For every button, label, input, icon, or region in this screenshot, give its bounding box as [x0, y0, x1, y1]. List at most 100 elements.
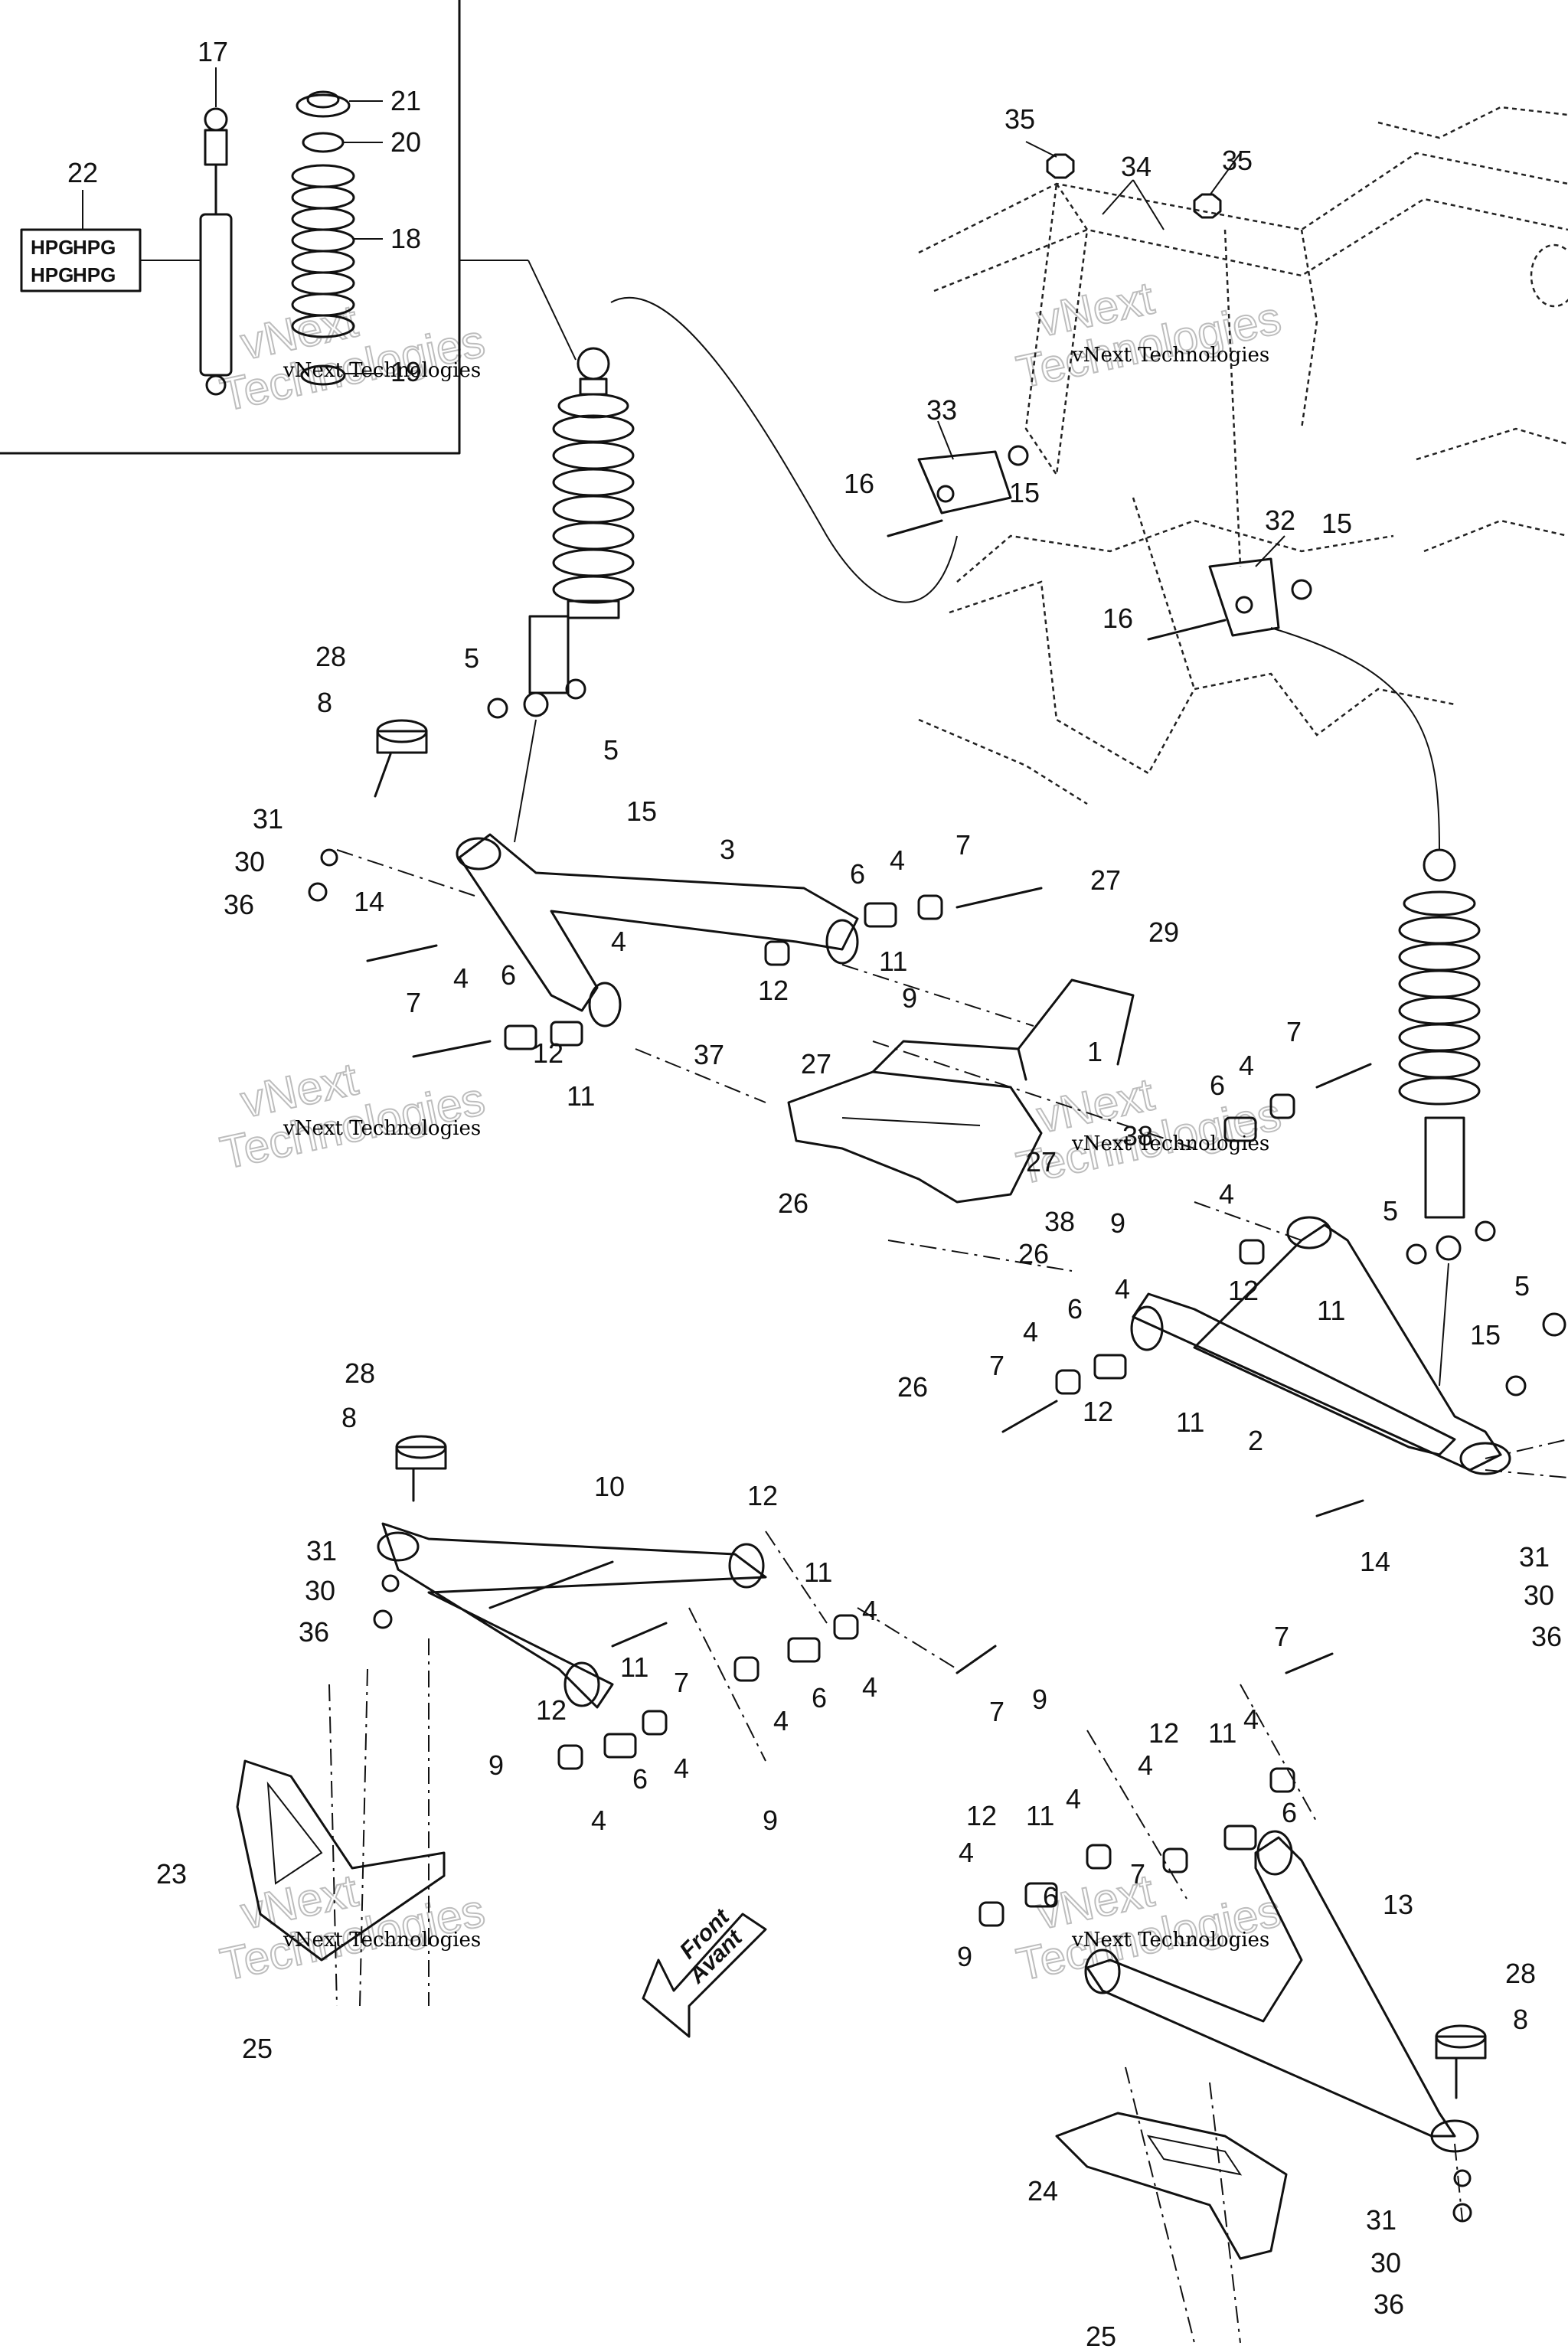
callout-31: 31: [253, 803, 283, 835]
callout-9: 9: [902, 982, 917, 1014]
callout-11: 11: [620, 1651, 648, 1683]
callout-4: 4: [1115, 1273, 1130, 1305]
callout-12: 12: [747, 1480, 778, 1511]
callout-26: 26: [778, 1187, 808, 1219]
callout-31: 31: [1366, 2204, 1396, 2236]
callout-15: 15: [1321, 508, 1352, 539]
vehicle-frame: [887, 106, 1568, 805]
lower-mount-bracket: [1208, 557, 1280, 637]
callout-35: 35: [1222, 145, 1253, 176]
shock-bottom-eye: [205, 374, 227, 396]
callout-15: 15: [626, 795, 657, 827]
nut: [1046, 153, 1075, 179]
callout-4: 4: [674, 1753, 689, 1784]
watermark-company: vNext Technologies: [283, 359, 481, 382]
callout-23: 23: [156, 1858, 187, 1890]
callout-16: 16: [1102, 603, 1133, 634]
callout-36: 36: [1531, 1621, 1562, 1652]
callout-15: 15: [1470, 1319, 1501, 1351]
callout-14: 14: [1360, 1546, 1390, 1577]
inset-border: [0, 0, 461, 455]
callout-31: 31: [1519, 1541, 1550, 1573]
upper-a-arm-left: [456, 833, 859, 1027]
callout-12: 12: [533, 1037, 564, 1069]
callout-4: 4: [773, 1705, 789, 1736]
callout-36: 36: [1374, 2288, 1404, 2320]
callout-34: 34: [1121, 151, 1152, 182]
front-direction-arrow: Front Avant: [642, 1903, 767, 2038]
callout-4: 4: [1239, 1050, 1254, 1081]
callout-11: 11: [1208, 1717, 1236, 1749]
callout-4: 4: [1138, 1749, 1153, 1781]
callout-7: 7: [1130, 1858, 1145, 1890]
callout-6: 6: [1282, 1797, 1297, 1828]
callout-6: 6: [812, 1682, 827, 1713]
ball-joint-middle: [395, 1435, 447, 1502]
callout-4: 4: [591, 1805, 606, 1836]
callout-6: 6: [632, 1763, 648, 1795]
callout-10: 10: [594, 1471, 625, 1502]
callout-27: 27: [1090, 864, 1121, 896]
shock-body: [199, 213, 233, 377]
suspension-subframe: [787, 978, 1135, 1204]
callout-28: 28: [315, 641, 346, 672]
callout-18: 18: [390, 223, 421, 254]
upper-mount-bracket: [917, 450, 1012, 514]
ball-joint-lower: [1435, 2024, 1487, 2099]
watermark-company: vNext Technologies: [1071, 1929, 1269, 1952]
callout-14: 14: [354, 886, 384, 917]
callout-5: 5: [603, 734, 619, 766]
callout-6: 6: [1210, 1070, 1225, 1101]
watermark-company: vNext Technologies: [1071, 1132, 1269, 1155]
watermark-company: vNext Technologies: [283, 1117, 481, 1140]
callout-27: 27: [1026, 1146, 1057, 1178]
lower-a-arm-right: [1130, 1216, 1568, 1478]
ball-joint-upper: [374, 719, 428, 798]
callout-4: 4: [1023, 1316, 1038, 1348]
callout-4: 4: [890, 844, 905, 876]
callout-4: 4: [959, 1837, 974, 1868]
spring-seat-inner: [306, 90, 340, 109]
callout-3: 3: [720, 834, 735, 865]
callout-31: 31: [306, 1535, 337, 1566]
callout-36: 36: [224, 889, 254, 920]
hpg-badge-text: HPG: [73, 236, 116, 259]
callout-4: 4: [611, 926, 626, 957]
callout-7: 7: [989, 1696, 1004, 1727]
callout-16: 16: [844, 468, 874, 499]
retaining-clip: [302, 132, 345, 153]
callout-30: 30: [305, 1575, 335, 1606]
callout-7: 7: [1286, 1016, 1302, 1047]
bolt: [887, 519, 943, 537]
callout-26: 26: [1018, 1238, 1049, 1269]
callout-11: 11: [804, 1557, 832, 1588]
watermark-layer: vNext Technologies vNext Technologies vN…: [215, 271, 1286, 1991]
callout-30: 30: [234, 846, 265, 877]
callout-9: 9: [1110, 1207, 1125, 1239]
callout-4: 4: [862, 1671, 877, 1703]
callout-9: 9: [763, 1805, 778, 1836]
shock-body: [528, 615, 570, 694]
callout-5: 5: [1514, 1270, 1530, 1302]
callout-25: 25: [242, 2033, 273, 2064]
callout-5: 5: [464, 642, 479, 674]
callout-19: 19: [390, 356, 421, 387]
callout-29: 29: [1148, 916, 1179, 948]
callout-6: 6: [1067, 1293, 1083, 1325]
callout-8: 8: [341, 1402, 357, 1433]
callout-27: 27: [801, 1048, 831, 1080]
right-shock-assembly: [1270, 627, 1496, 1387]
callout-12: 12: [966, 1800, 997, 1831]
callout-37: 37: [694, 1039, 724, 1070]
coil-spring: [291, 164, 355, 338]
callout-11: 11: [1317, 1295, 1345, 1326]
callout-11: 11: [1026, 1800, 1054, 1831]
callout-7: 7: [406, 987, 421, 1018]
callout-11: 11: [879, 946, 907, 977]
callout-6: 6: [501, 959, 516, 991]
hardware: [308, 848, 1566, 2223]
callout-9: 9: [1032, 1684, 1047, 1715]
callout-38: 38: [1122, 1120, 1153, 1152]
watermark-company: vNext Technologies: [283, 1929, 481, 1952]
callout-28: 28: [345, 1357, 375, 1389]
